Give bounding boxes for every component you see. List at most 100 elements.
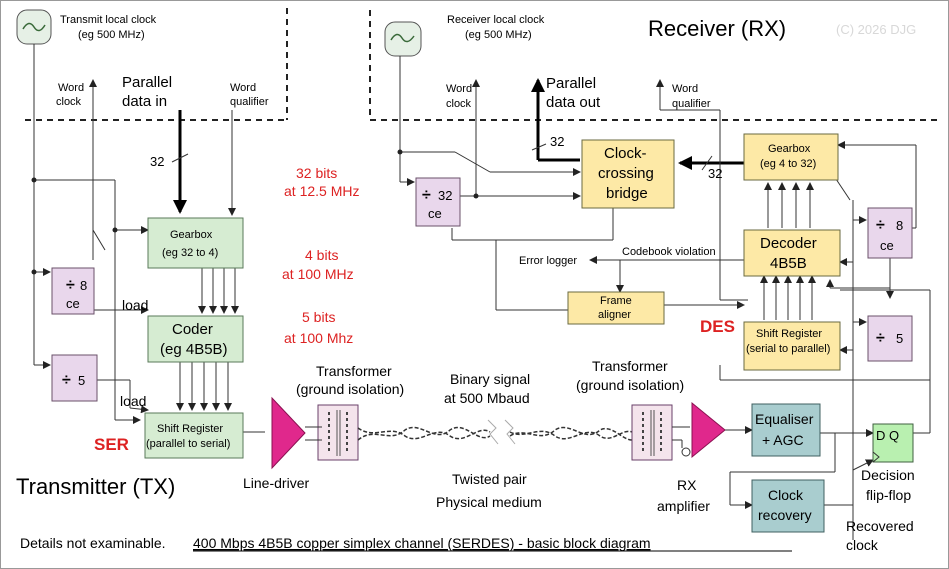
rx-wiring [397,56,931,540]
tx-coder-label-1: Coder [172,321,213,338]
tx-parallel-in-label-2: data in [122,93,167,110]
rate-3b: at 100 Mhz [284,330,353,346]
tx-title: Transmitter (TX) [16,474,175,499]
rx-parallel-out-label-2: data out [546,94,601,111]
rx-div8-ce: ce [880,238,894,253]
copyright-label: (C) 2026 DJG [836,22,916,37]
line-driver-label: Line-driver [243,475,309,491]
tx-divider-5 [51,354,98,402]
rx-word-qual-label-1: Word [672,83,698,95]
rx-gearbox [743,133,839,181]
equaliser-label-2: + AGC [762,432,804,448]
error-logger-label: Error logger [519,255,577,267]
rx-gearbox-label-2: (eg 4 to 32) [760,158,816,170]
rx-divide-symbol-8: ÷ [876,217,885,234]
twisted-pair-cable [357,419,633,445]
tx-wiring [31,44,265,433]
tx-transformer-label-2: (ground isolation) [296,381,404,397]
decision-flip-flop [872,423,914,463]
tx-div5-number: 5 [78,373,85,388]
footer-caption: 400 Mbps 4B5B copper simplex channel (SE… [193,535,651,551]
rx-transformer-label-2: (ground isolation) [576,377,684,393]
rx-word-qual-label-2: qualifier [672,98,711,110]
bridge-label-3: bridge [606,185,648,202]
rate-3a: 5 bits [302,309,335,325]
rx-parallel-out-label-1: Parallel [546,75,596,92]
physical-medium-label: Physical medium [436,494,542,510]
rx-div32-ce: ce [428,206,442,221]
rx-word-clock-label-1: Word [446,83,472,95]
rx-divide-symbol-32: ÷ [422,187,431,204]
bridge-label-1: Clock- [604,145,647,162]
region-boundaries [25,8,940,121]
rx-shift-label-2: (serial to parallel) [746,343,830,355]
rx-decoder [743,229,841,277]
twisted-pair-label: Twisted pair [452,471,527,487]
tx-div8-number: 8 [80,278,87,293]
dff-dq-label: D Q [876,428,899,443]
binary-signal-label-1: Binary signal [450,371,530,387]
rx-clock-label-2: (eg 500 MHz) [465,29,532,41]
tx-transformer-icon [305,404,359,461]
decoder-label-1: Decoder [760,235,817,252]
rx-divider-8 [867,207,913,259]
tx-gearbox-label-2: (eg 32 to 4) [162,247,218,259]
line-driver-triangle [271,396,306,470]
clock-recovery-label-2: recovery [758,507,812,523]
rx-div8-number: 8 [896,218,903,233]
rx-amplifier-label-1: RX [677,477,697,493]
tx-transformer-label-1: Transformer [316,363,392,379]
tx-word-qual-label-1: Word [230,82,256,94]
recovered-clock-label-2: clock [846,537,879,553]
tx-word-qual-label-2: qualifier [230,96,269,108]
tx-divide-symbol: ÷ [66,277,75,294]
rx-div32-number: 32 [438,188,452,203]
ser-label: SER [94,435,129,454]
tx-clock-source [16,9,52,45]
rx-bus-gear-width: 32 [708,166,722,181]
rx-title: Receiver (RX) [648,16,786,41]
footer-note: Details not examinable. [20,535,166,551]
tx-word-clock-label-2: clock [56,96,82,108]
rx-shift-register [743,321,841,371]
rx-clock-label-1: Receiver local clock [447,14,545,26]
rx-divider-5 [867,315,913,362]
tx-shift-register [144,412,244,459]
rx-divide-symbol-5: ÷ [876,330,885,347]
tx-load-label-1: load [122,297,148,313]
rx-bus-out-width: 32 [550,134,564,149]
rx-amplifier-triangle [691,401,726,459]
frame-aligner-label-2: aligner [598,309,631,321]
codebook-violation-label: Codebook violation [622,246,716,258]
rx-shift-label-1: Shift Register [756,328,822,340]
rx-clock-source [384,21,422,57]
tx-div8-ce: ce [66,296,80,311]
rate-2b: at 100 MHz [282,266,354,282]
tx-shift-label-1: Shift Register [157,423,223,435]
rx-divider-32 [415,177,461,227]
rx-transformer-label-1: Transformer [592,358,668,374]
frame-aligner [567,291,665,325]
clock-crossing-bridge [581,139,675,209]
rate-1a: 32 bits [296,165,337,181]
tx-load-label-2: load [120,393,146,409]
tx-gearbox [147,217,244,269]
binary-signal-label-2: at 500 Mbaud [444,390,530,406]
tx-divide-symbol-5: ÷ [62,372,71,389]
tx-bus-width: 32 [150,154,164,169]
tx-clock-label-2: (eg 500 MHz) [78,29,145,41]
decoder-label-2: 4B5B [770,255,807,272]
equaliser-label-1: Equaliser [755,411,814,427]
tx-parallel-in-label-1: Parallel [122,74,172,91]
rx-gearbox-label-1: Gearbox [768,143,811,155]
rx-transformer-icon [631,404,691,461]
tx-word-clock-label-1: Word [58,82,84,94]
tx-gearbox-label-1: Gearbox [170,229,213,241]
rate-2a: 4 bits [305,247,338,263]
dff-clock-mark [872,451,880,463]
decision-label-1: Decision [861,467,915,483]
decision-label-2: flip-flop [866,487,911,503]
tx-divider-8 [51,267,95,315]
rx-div5-number: 5 [896,331,903,346]
